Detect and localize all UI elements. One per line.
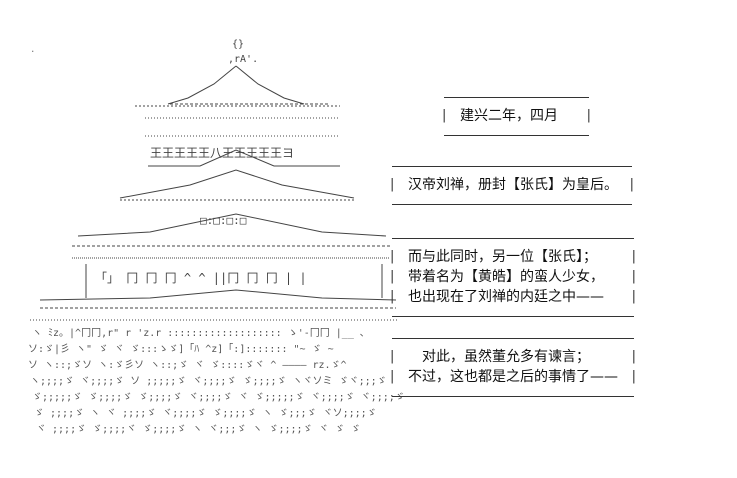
svg-text:{}: {} — [232, 39, 244, 50]
caption-box-dong-yun: 对此，虽然董允多有谏言； 不过，这也都是之后的事情了—— — [390, 338, 636, 398]
svg-text:「」 冂 冂 冂 ^ ^ ||冂 冂 冂 | |: 「」 冂 冂 冂 ^ ^ ||冂 冂 冂 | | — [95, 271, 307, 285]
caption-line: 对此，虽然董允多有谏言； — [390, 348, 636, 368]
caption-line: 也出现在了刘禅的内廷之中—— — [390, 288, 636, 308]
svg-text:王王王王王八王王王王王ヨ: 王王王王王八王王王王王ヨ — [150, 146, 294, 160]
caption-line: 不过，这也都是之后的事情了—— — [390, 368, 636, 388]
svg-text:ヽ;;;;ゞ ヾ;;;;ゞ ソ ;;;;;ゞ ヾ;;;;ゞ: ヽ;;;;ゞ ヾ;;;;ゞ ソ ;;;;;ゞ ヾ;;;;ゞ ゞ;;;;ゞ ヽヾソ… — [30, 376, 387, 387]
svg-text:ゞ ;;;;ゞ ヽ ヾ ;;;;ゞ ヾ;;;;ゞ ゞ;;;: ゞ ;;;;ゞ ヽ ヾ ;;;;ゞ ヾ;;;;ゞ ゞ;;;;ゞ ヽ ゞ;;;ゞ … — [34, 408, 377, 419]
svg-text:ゞ;;;;;ゞ ゞ;;;;ゞ ゞ;;;;ゞ ヾ;;;;ゞ ヾ: ゞ;;;;;ゞ ゞ;;;;ゞ ゞ;;;;ゞ ヾ;;;;ゞ ヾ ゞ;;;;;ゞ ヾ… — [32, 392, 405, 403]
svg-text:.: . — [30, 45, 35, 55]
svg-text:ヾ ;;;;ゞ ゞ;;;;ヾ ゞ;;;;ゞ ヽ ヾ;;: ヾ ;;;;ゞ ゞ;;;;ヾ ゞ;;;;ゞ ヽ ヾ;;;ゞ ヽ ゞ;;;;ゞ ヾ… — [36, 424, 361, 435]
caption-line: 汉帝刘禅，册封【张氏】为皇后。 — [390, 176, 634, 196]
svg-text:ヽ ﾐz。|^冂冂,r" r 'z.r :::::::::: ヽ ﾐz。|^冂冂,r" r 'z.r ::::::::::::::::::: … — [32, 328, 365, 339]
svg-text:,rA'.: ,rA'. — [228, 54, 258, 65]
caption-box-another-zhang: 而与此同时，另一位【张氏】； 带着名为【黄皓】的蛮人少女， 也出现在了刘禅的内廷… — [390, 238, 636, 318]
svg-text:ソ ヽ::;ゞソ ヽ:ゞ彡ソ ヽ::;ゞ ヾ ゞ::::ゞヾ: ソ ヽ::;ゞソ ヽ:ゞ彡ソ ヽ::;ゞ ヾ ゞ::::ゞヾ ^ ———— rz… — [28, 360, 347, 371]
caption-line: 建兴二年，四月 — [442, 107, 591, 127]
caption-line: 带着名为【黄皓】的蛮人少女， — [390, 268, 636, 288]
svg-text:□:□:□:□: □:□:□:□ — [200, 214, 247, 227]
caption-box-date: 建兴二年，四月 — [442, 97, 591, 137]
svg-text:ソ:ゞ|彡 ヽ" ゞ ヾ ゞ:::ゝゞ]「ﾊ ^z]「:]: ソ:ゞ|彡 ヽ" ゞ ヾ ゞ:::ゝゞ]「ﾊ ^z]「:]::::::: "~ … — [28, 343, 334, 355]
caption-box-empress: 汉帝刘禅，册封【张氏】为皇后。 — [390, 166, 634, 206]
caption-line: 而与此同时，另一位【张氏】； — [390, 248, 636, 268]
